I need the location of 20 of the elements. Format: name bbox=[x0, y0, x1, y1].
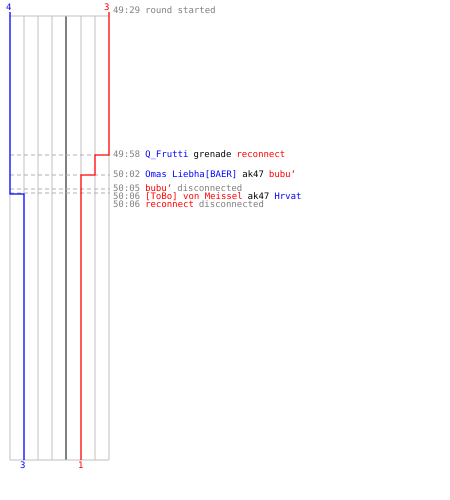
timestamp: 50:06 bbox=[113, 192, 140, 202]
player-name: reconnect bbox=[236, 150, 286, 160]
timestamp: 50:02 bbox=[113, 170, 140, 180]
player-count: 3 bbox=[20, 461, 26, 471]
event-text: disconnected bbox=[198, 200, 264, 210]
player-name: Q_Frutti bbox=[145, 150, 188, 160]
player-name: reconnect bbox=[145, 200, 194, 210]
weapon-name: grenade bbox=[193, 150, 232, 160]
event-text: round started bbox=[145, 6, 216, 16]
player-name: Hrvat bbox=[274, 192, 302, 202]
timestamp: 49:29 bbox=[113, 6, 140, 16]
timestamp: 50:05 bbox=[113, 184, 140, 194]
timestamp: 49:58 bbox=[113, 150, 140, 160]
player-name: bubu‘ bbox=[268, 170, 296, 180]
player-count: 3 bbox=[104, 3, 110, 13]
weapon-name: ak47 bbox=[242, 170, 264, 180]
player-count: 4 bbox=[6, 3, 12, 13]
player-count: 1 bbox=[78, 461, 84, 471]
timestamp: 50:06 bbox=[113, 200, 140, 210]
player-name: Omas Liebha[BAER] bbox=[145, 170, 238, 180]
